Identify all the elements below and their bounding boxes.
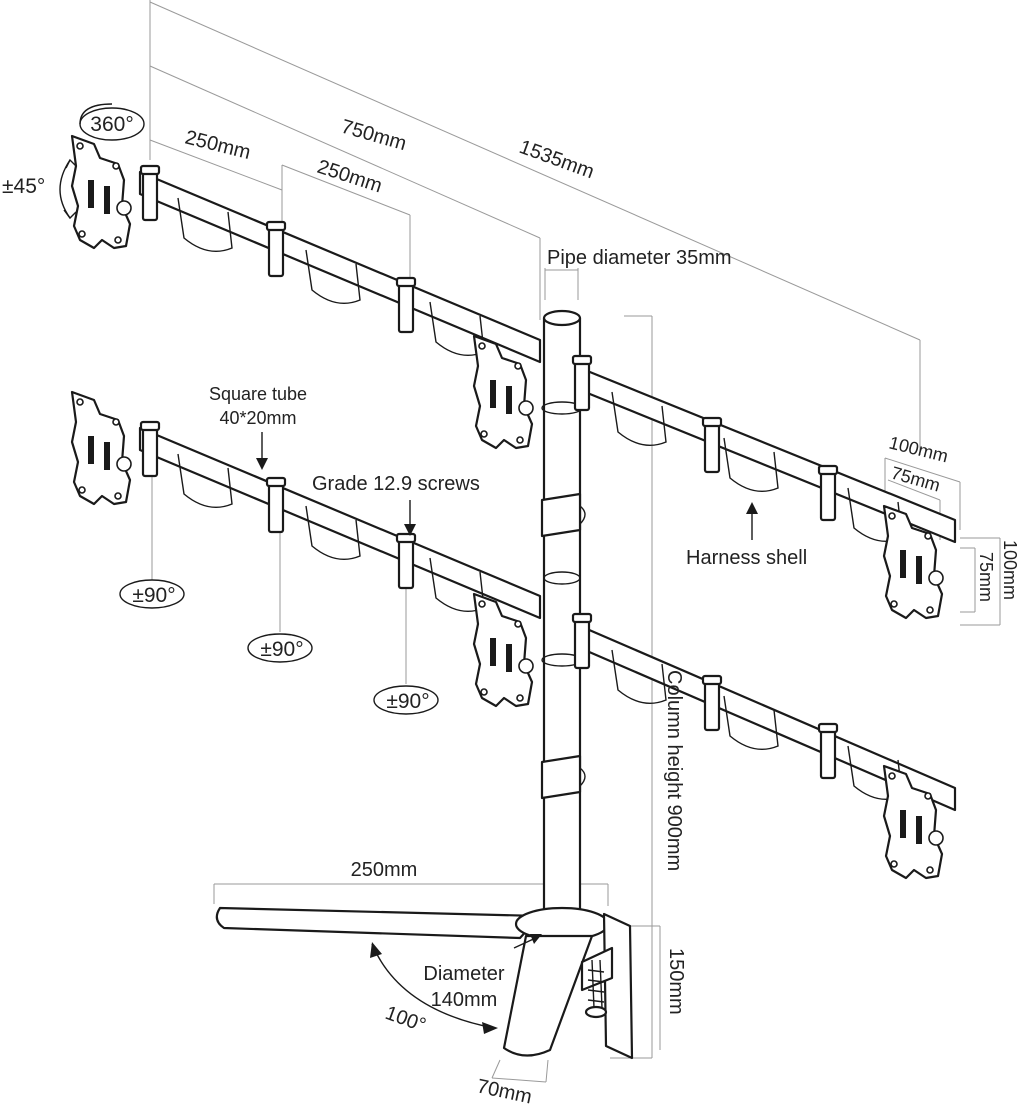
label-1535mm: 1535mm: [516, 136, 597, 183]
base: [215, 906, 634, 1060]
vesa-plate-bottom-left: [70, 390, 133, 506]
lower-left-arm: [138, 420, 542, 620]
swivel-badge-2: ±90°: [247, 633, 313, 663]
vesa-plate-top-left: [70, 134, 133, 250]
label-square-tube-1: Square tube: [209, 384, 307, 404]
upper-right-arm: [571, 354, 957, 544]
label-column-height: Column height 900mm: [663, 670, 685, 871]
annotation-arrows: [256, 432, 758, 1034]
dimension-lines: [149, 0, 1001, 1083]
svg-text:360°: 360°: [90, 113, 133, 136]
label-vesa-100mm-v: 100mm: [1000, 540, 1020, 600]
upper-left-arm: [138, 164, 542, 364]
svg-text:±90°: ±90°: [132, 584, 175, 607]
svg-text:±45°: ±45°: [2, 175, 45, 198]
label-150mm: 150mm: [665, 948, 687, 1015]
label-pipe-diameter: Pipe diameter 35mm: [547, 247, 732, 269]
rotate-360-badge: 360°: [79, 103, 145, 141]
label-250mm-base: 250mm: [351, 859, 418, 881]
label-square-tube-2: 40*20mm: [219, 408, 296, 428]
svg-text:±90°: ±90°: [260, 638, 303, 661]
label-vesa-75mm-v: 75mm: [976, 552, 996, 602]
label-750mm: 750mm: [339, 116, 409, 156]
swivel-badge-1: ±90°: [119, 579, 185, 609]
label-grade-screws: Grade 12.9 screws: [312, 473, 480, 495]
label-diameter-1: Diameter: [423, 963, 504, 985]
lower-right-arm: [571, 612, 957, 812]
label-100-degree: 100°: [382, 1002, 428, 1037]
tilt-45-badge: ±45°: [2, 158, 77, 220]
swivel-badge-3: ±90°: [373, 685, 439, 715]
svg-text:±90°: ±90°: [386, 690, 429, 713]
label-harness-shell: Harness shell: [686, 547, 807, 569]
label-250mm-top: 250mm: [183, 127, 253, 164]
label-diameter-2: 140mm: [431, 989, 498, 1011]
